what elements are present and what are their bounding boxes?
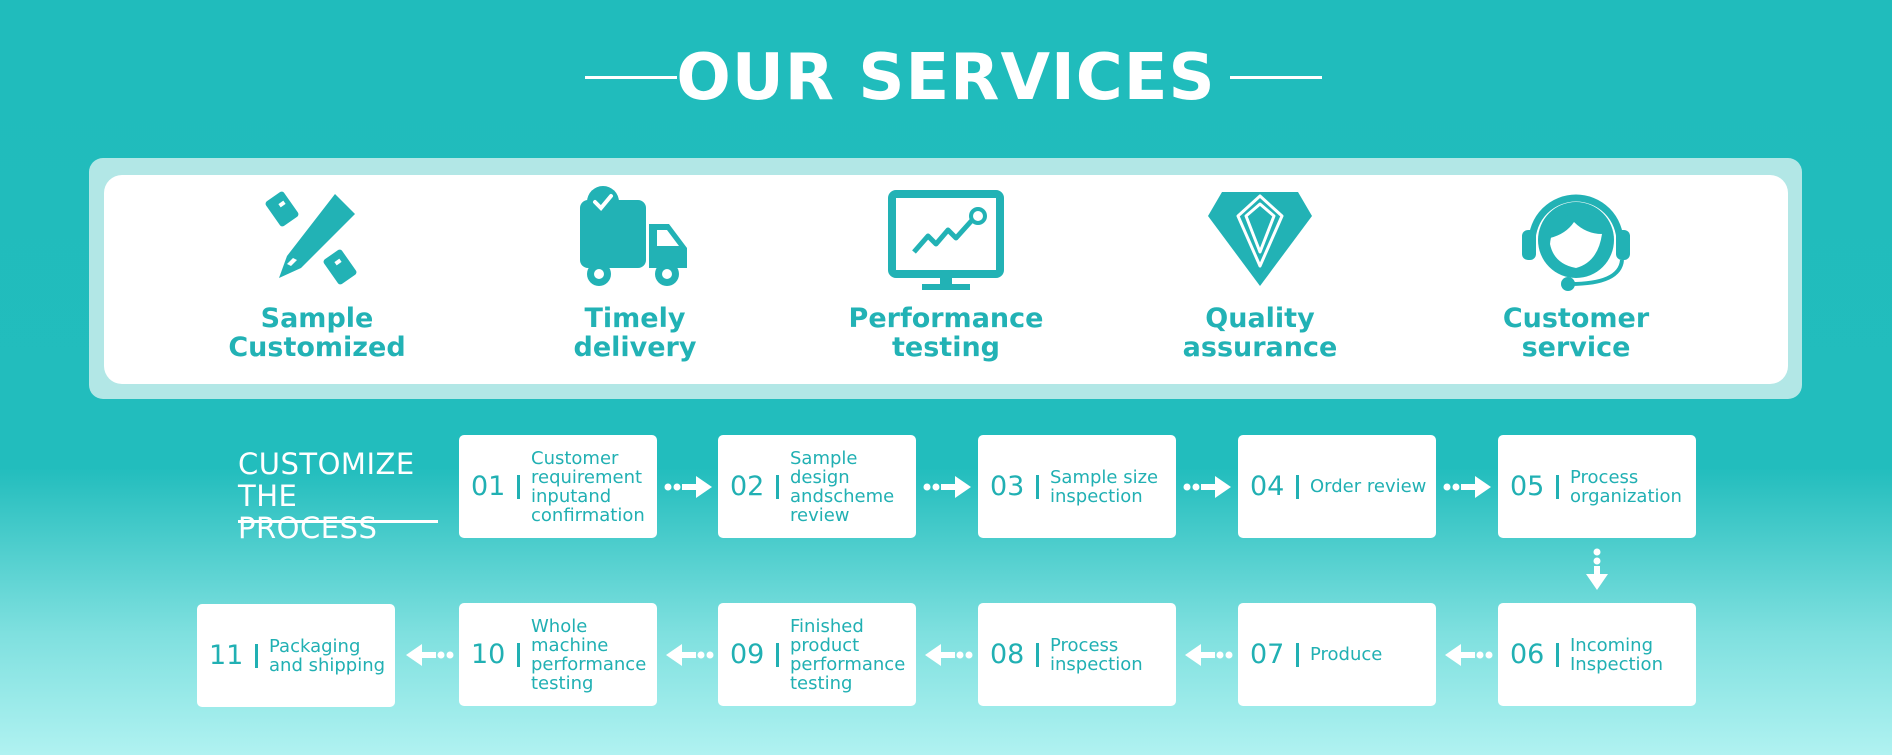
delivery-truck-icon	[580, 186, 687, 286]
step-divider	[776, 475, 779, 499]
step-divider	[776, 643, 779, 667]
service-label: Performance testing	[848, 303, 1044, 363]
step-divider	[1036, 475, 1039, 499]
title-line-left	[585, 76, 677, 79]
process-step-11: 11 Packaging and shipping	[197, 604, 395, 707]
process-step-07: 07 Produce	[1238, 603, 1436, 706]
step-divider	[1556, 475, 1559, 499]
service-label: Sample Customized	[228, 303, 406, 363]
title-line-right	[1230, 76, 1322, 79]
headset-agent-icon	[1522, 194, 1630, 291]
process-step-06: 06 Incoming Inspection	[1498, 603, 1696, 706]
arrow-left-icon	[1185, 644, 1233, 666]
process-step-01: 01 Customer requirement inputand confirm…	[459, 435, 657, 538]
process-step-05: 05 Process organization	[1498, 435, 1696, 538]
arrow-left-icon	[666, 644, 714, 666]
process-step-10: 10 Whole machine performance testing	[459, 603, 657, 706]
arrow-down-icon	[1586, 548, 1608, 590]
arrow-right-icon	[664, 476, 712, 498]
service-quality-assurance: Quality assurance	[1140, 186, 1380, 376]
process-step-03: 03 Sample size inspection	[978, 435, 1176, 538]
title-section: OUR SERVICES	[0, 38, 1892, 118]
arrow-right-icon	[923, 476, 971, 498]
arrow-left-icon	[1445, 644, 1493, 666]
step-divider	[517, 643, 520, 667]
service-performance-testing: Performance testing	[826, 186, 1066, 376]
arrow-left-icon	[406, 644, 454, 666]
process-heading: CUSTOMIZE THE PROCESS	[238, 447, 415, 545]
page-title: OUR SERVICES	[676, 41, 1216, 115]
service-label: Quality assurance	[1182, 303, 1338, 363]
step-divider	[1296, 643, 1299, 667]
step-divider	[1556, 643, 1559, 667]
step-divider	[1296, 475, 1299, 499]
diamond-icon	[1208, 192, 1312, 286]
arrow-right-icon	[1443, 476, 1491, 498]
service-label: Timely delivery	[573, 303, 697, 363]
process-step-09: 09 Finished product performance testing	[718, 603, 916, 706]
monitor-chart-icon	[888, 190, 1004, 290]
service-sample-customized: Sample Customized	[197, 186, 437, 376]
step-divider	[1036, 643, 1039, 667]
arrow-left-icon	[925, 644, 973, 666]
pencil-ruler-icon	[265, 191, 357, 285]
process-step-02: 02 Sample design andscheme review	[718, 435, 916, 538]
service-timely-delivery: Timely delivery	[515, 186, 755, 376]
service-customer-service: Customer service	[1456, 186, 1696, 376]
service-label: Customer service	[1502, 303, 1650, 363]
process-step-04: 04 Order review	[1238, 435, 1436, 538]
step-divider	[517, 475, 520, 499]
step-divider	[255, 644, 258, 668]
process-heading-underline	[238, 520, 438, 523]
arrow-right-icon	[1183, 476, 1231, 498]
process-step-08: 08 Process inspection	[978, 603, 1176, 706]
